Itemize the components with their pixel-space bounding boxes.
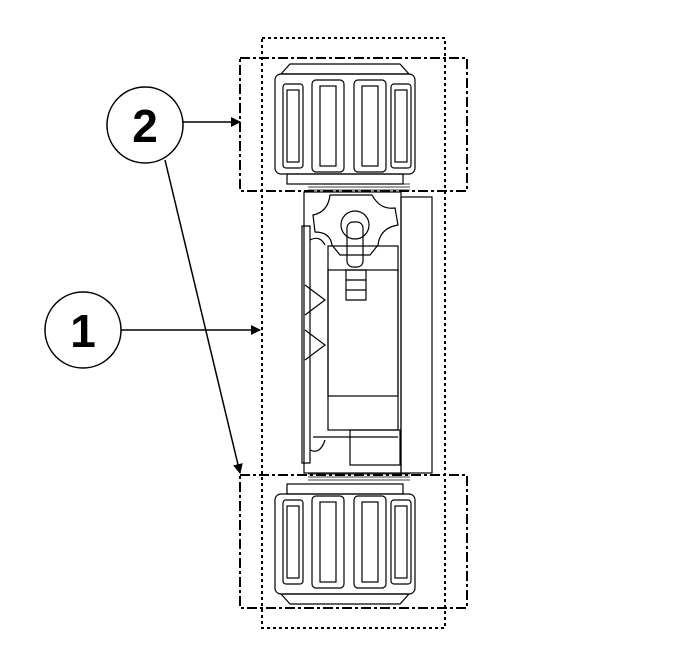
callout-2: 2 xyxy=(106,86,243,474)
callout-1-label: 1 xyxy=(70,305,96,357)
bottom-nut xyxy=(274,483,416,605)
callout-1: 1 xyxy=(44,291,261,369)
top-nut xyxy=(274,63,416,185)
connector-outline-dotted xyxy=(261,37,446,629)
bottom-nut-outline xyxy=(239,474,468,609)
callout-2-arrow-bottom xyxy=(164,159,243,474)
connector-body xyxy=(301,191,433,474)
threads xyxy=(308,183,410,481)
callout-2-label: 2 xyxy=(132,100,158,152)
